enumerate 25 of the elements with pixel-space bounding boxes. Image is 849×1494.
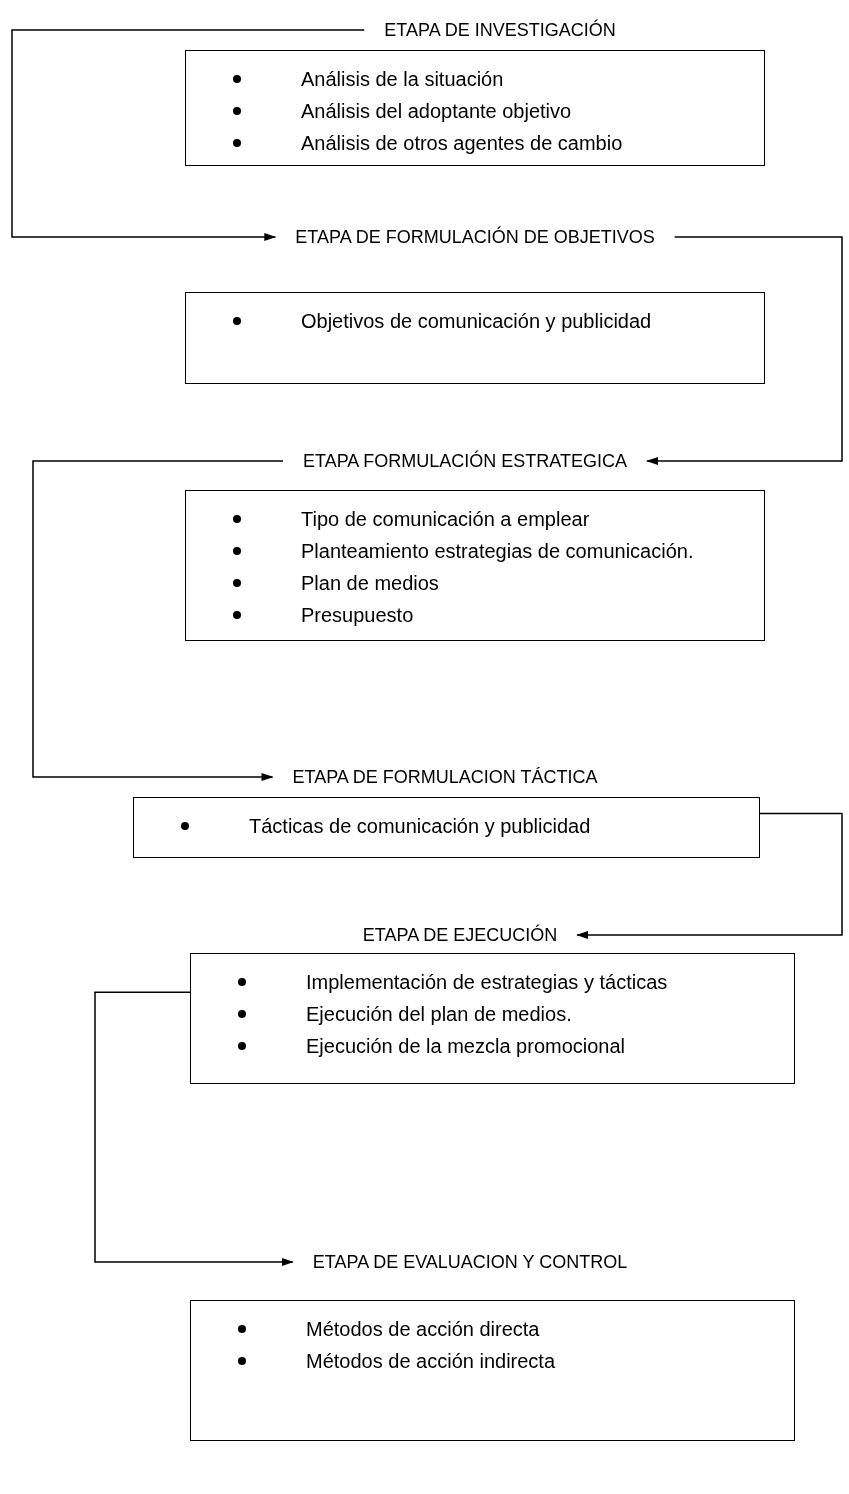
- bullet-item: Análisis de la situación: [186, 63, 764, 95]
- stage-heading: ETAPA DE INVESTIGACIÓN: [384, 19, 616, 41]
- connector-arrow: [11, 29, 366, 241]
- bullet-item: Métodos de acción directa: [191, 1313, 794, 1345]
- connector-arrow: [94, 991, 294, 1266]
- bullet-item: Análisis de otros agentes de cambio: [186, 127, 764, 159]
- bullet-item: Ejecución del plan de medios.: [191, 998, 794, 1030]
- stage-heading: ETAPA DE EVALUACION Y CONTROL: [312, 1251, 628, 1273]
- bullet-item: Tipo de comunicación a emplear: [186, 503, 764, 535]
- bullet-item: Ejecución de la mezcla promocional: [191, 1030, 794, 1062]
- stage-heading: ETAPA DE FORMULACIÓN DE OBJETIVOS: [295, 226, 655, 248]
- bullet-item: Objetivos de comunicación y publicidad: [186, 305, 764, 337]
- connector-arrow: [646, 236, 843, 465]
- stage-heading: ETAPA DE EJECUCIÓN: [362, 924, 558, 946]
- connector-arrow: [576, 812, 843, 939]
- bullet-item: Implementación de estrategias y tácticas: [191, 966, 794, 998]
- stage-heading: ETAPA FORMULACIÓN ESTRATEGICA: [303, 450, 627, 472]
- bullet-item: Planteamiento estrategias de comunicación.: [186, 535, 764, 567]
- bullet-item: Métodos de acción indirecta: [191, 1345, 794, 1377]
- connector-arrow: [32, 460, 284, 781]
- bullet-item: Análisis del adoptante objetivo: [186, 95, 764, 127]
- bullet-item: Plan de medios: [186, 567, 764, 599]
- bullet-item: Presupuesto: [186, 599, 764, 631]
- stage-heading: ETAPA DE FORMULACION TÁCTICA: [292, 766, 598, 788]
- bullet-item: Tácticas de comunicación y publicidad: [134, 810, 759, 842]
